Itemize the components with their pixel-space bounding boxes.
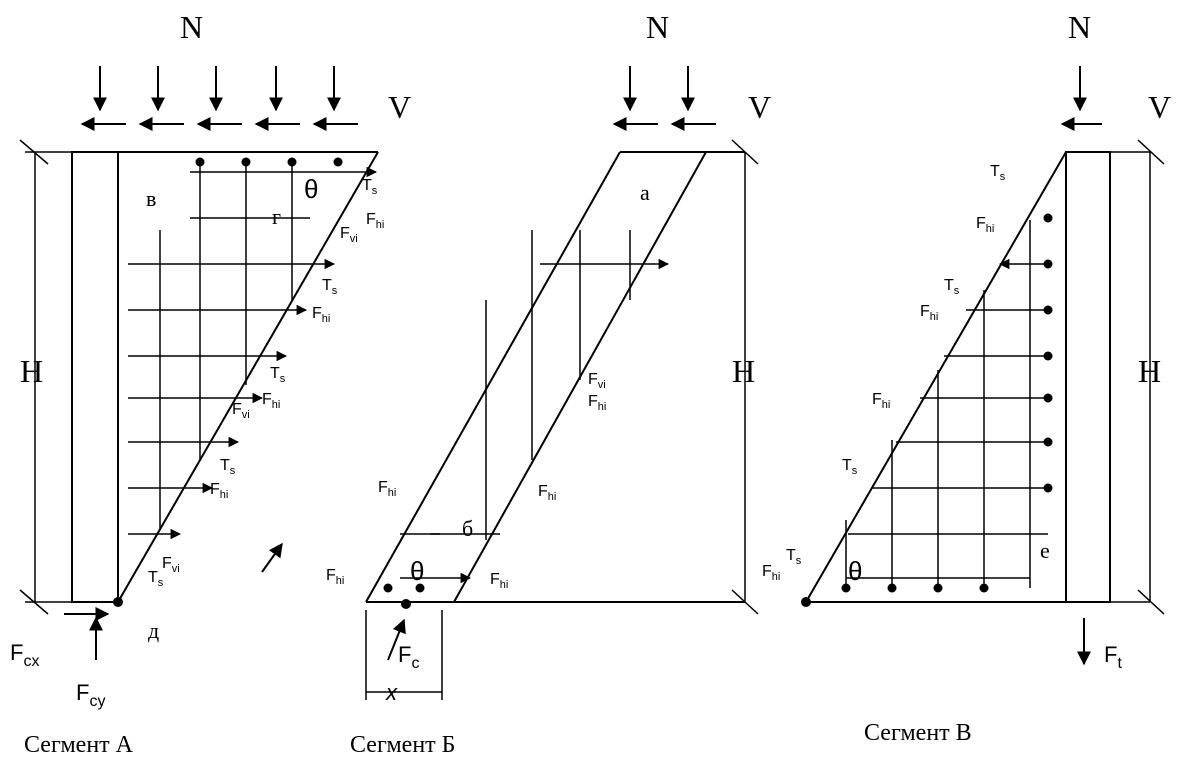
label-theta-c: θ [848,556,862,586]
svg-text:Fhi: Fhi [262,391,280,411]
svg-text:Fhi: Fhi [312,305,330,325]
caption-segment-b: Сегмент Б [350,732,455,758]
stirrup-force-labels: Fvi Fhi Fhi Fvi Fhi Fhi Fvi Fvi Fhi Fhi … [162,211,994,591]
caption-segment-a: Сегмент А [24,732,134,758]
segment-b [365,66,759,700]
force-labels: Fcx Fcy Fc Ft x [10,640,1122,710]
segment-a-flange [71,151,119,603]
label-h-a: H [20,353,43,389]
svg-text:Fc: Fc [398,642,419,672]
svg-text:Fhi: Fhi [762,563,780,583]
label-n-a: N [180,9,203,45]
svg-text:Ts: Ts [270,365,286,385]
caption-segment-c: Сегмент В [864,720,972,746]
svg-text:Ts: Ts [322,277,338,297]
svg-text:Fcx: Fcx [10,640,39,670]
svg-text:Ts: Ts [990,163,1006,183]
segment-a-diagonal-crack [117,151,379,603]
svg-text:Fvi: Fvi [588,371,606,391]
svg-text:Fhi: Fhi [366,211,384,231]
shear-labels: Ts Ts Ts Ts Ts Ts Ts Ts Ts [148,163,1006,589]
svg-text:x: x [385,680,398,705]
svg-text:Fhi: Fhi [326,567,344,587]
label-v-b: V [748,89,771,125]
label-point-b: б [462,516,473,541]
svg-text:Fhi: Fhi [976,215,994,235]
label-point-v: в [146,186,156,211]
segment-a-dots [113,157,343,607]
label-h-c: H [1138,353,1161,389]
label-point-d: д [148,618,159,643]
svg-text:Ts: Ts [220,457,236,477]
label-point-e: е [1040,538,1050,563]
svg-text:Fhi: Fhi [378,479,396,499]
svg-text:Fhi: Fhi [210,481,228,501]
label-theta-a: θ [304,174,318,204]
svg-text:Ft: Ft [1104,642,1122,672]
svg-text:Fhi: Fhi [920,303,938,323]
svg-text:Fvi: Fvi [340,225,358,245]
svg-text:Fhi: Fhi [538,483,556,503]
label-n-c: N [1068,9,1091,45]
label-point-g: г [272,204,281,229]
svg-text:Ts: Ts [944,277,960,297]
label-v-a: V [388,89,411,125]
svg-text:Fhi: Fhi [872,391,890,411]
svg-text:Fcy: Fcy [76,680,105,710]
svg-text:Fhi: Fhi [588,393,606,413]
svg-text:Fvi: Fvi [162,555,180,575]
label-point-a: а [640,180,650,205]
svg-text:Ts: Ts [842,457,858,477]
svg-text:Ts: Ts [362,177,378,197]
segment-a [19,66,379,660]
svg-text:Ts: Ts [148,569,164,589]
svg-text:Fvi: Fvi [232,401,250,421]
label-theta-b: θ [410,556,424,586]
svg-text:Ts: Ts [786,547,802,567]
label-n-b: N [646,9,669,45]
label-h-b: H [732,353,755,389]
svg-text:Fhi: Fhi [490,571,508,591]
label-v-c: V [1148,89,1171,125]
segment-c [805,66,1165,666]
